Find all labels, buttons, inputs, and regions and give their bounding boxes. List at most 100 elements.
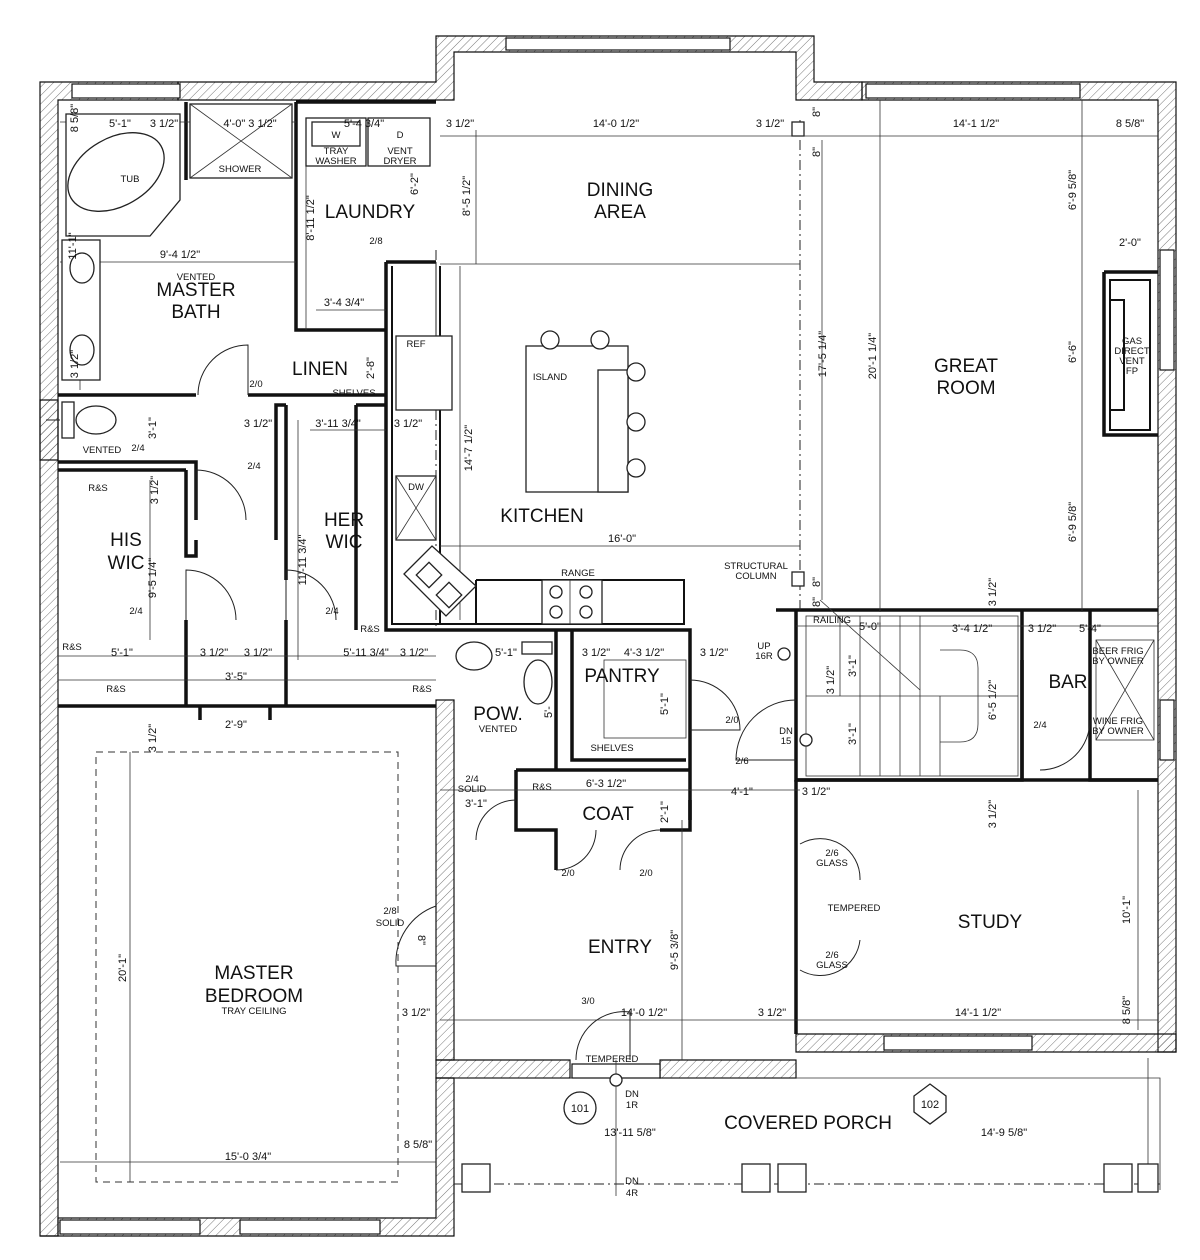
dimension: 13'-11 5/8" bbox=[604, 1127, 656, 1139]
dimension: 8" bbox=[811, 107, 823, 117]
dimension: 4'-3 1/2" bbox=[624, 647, 664, 659]
fixtures bbox=[61, 103, 1155, 777]
dimension: 6'-9 5/8" bbox=[1067, 170, 1079, 210]
structural-column-label-2: COLUMN bbox=[735, 571, 776, 582]
dimension: 3 1/2" bbox=[200, 647, 228, 659]
entry-label: ENTRY bbox=[588, 937, 652, 958]
door-swings bbox=[46, 262, 1091, 1061]
room-tag-102: 102 bbox=[921, 1099, 939, 1111]
dimension: 3 1/2" bbox=[69, 350, 81, 378]
stairs bbox=[805, 599, 1019, 777]
dimension: 3 1/2" bbox=[402, 1007, 430, 1019]
dimension: 14'-0 1/2" bbox=[621, 1007, 667, 1019]
dimension: 3 1/2" bbox=[582, 647, 610, 659]
wc-vented-label: VENTED bbox=[83, 445, 122, 456]
dryer-label-1: D bbox=[397, 130, 404, 141]
railing-label: RAILING bbox=[813, 615, 851, 626]
dimension: 8" bbox=[811, 147, 823, 157]
dimension: 2'-0" bbox=[1119, 237, 1141, 249]
room-tag-101: 101 bbox=[571, 1103, 589, 1115]
dimension: 14'-7 1/2" bbox=[463, 425, 475, 471]
dimension: 8 5/8" bbox=[1121, 996, 1133, 1024]
dimension: 3 1/2" bbox=[825, 666, 837, 694]
dimension-labels: 5'-1" 3 1/2" 4'-0" 3 1/2" 5'-4 3/4" 8 5/… bbox=[67, 104, 1144, 1163]
dimension: 10'-1" bbox=[1121, 896, 1133, 924]
range-label: RANGE bbox=[561, 568, 595, 579]
dimension: 3 1/2" bbox=[394, 418, 422, 430]
dimension: 3 1/2" bbox=[244, 647, 272, 659]
tub-label: TUB bbox=[121, 174, 140, 185]
beer-frig-label-1: BEER FRIG bbox=[1092, 646, 1143, 657]
dimension: 2'-1" bbox=[659, 801, 671, 823]
door-label: 2/4 bbox=[129, 606, 142, 617]
linen-label: LINEN bbox=[292, 359, 348, 380]
dimension: 3'-1" bbox=[465, 798, 487, 810]
dimension: 5'-4 3/4" bbox=[344, 118, 384, 130]
rs-label-her-side: R&S bbox=[360, 624, 380, 635]
dimension: 3 1/2" bbox=[446, 118, 474, 130]
dimension: 8'-11 1/2" bbox=[305, 195, 317, 241]
dining-label-1: DINING bbox=[587, 180, 654, 201]
pantry-label: PANTRY bbox=[584, 666, 660, 687]
island-label: ISLAND bbox=[533, 372, 567, 383]
dimension: 3 1/2" bbox=[1028, 623, 1056, 635]
dimension: 3'-1" bbox=[847, 723, 859, 745]
rs-label-his-side: R&S bbox=[62, 642, 82, 653]
door-label: 2/4 bbox=[1033, 720, 1046, 731]
master-bath-note: VENTED bbox=[177, 272, 216, 283]
porch bbox=[454, 1058, 1161, 1196]
glass-label-bot: GLASS bbox=[816, 960, 848, 971]
dimension: 5'- bbox=[543, 706, 555, 718]
dimension: 3 1/2" bbox=[147, 724, 159, 752]
dimension: 14'-9 5/8" bbox=[981, 1127, 1027, 1139]
reference-lines bbox=[58, 100, 1158, 1183]
door-label: 2/4 bbox=[131, 443, 144, 454]
dimension: 5'-11 3/4" bbox=[343, 647, 389, 659]
his-wic-label-2: WIC bbox=[108, 553, 145, 574]
steps-dn-label-2: 4R bbox=[626, 1188, 638, 1199]
door-label: 2/0 bbox=[725, 715, 738, 726]
kitchen-label: KITCHEN bbox=[500, 506, 583, 527]
steps-dn-label-1: DN bbox=[625, 1176, 639, 1187]
dimension: 3 1/2" bbox=[987, 800, 999, 828]
dimension: 3'-1" bbox=[847, 655, 859, 677]
master-bath-label-1: MASTER bbox=[156, 280, 235, 301]
dimension: 6'-9 5/8" bbox=[1067, 502, 1079, 542]
dimension: 3'-11 3/4" bbox=[315, 418, 361, 430]
dimension: 11'-1" bbox=[67, 232, 79, 259]
rs-label-his-bot: R&S bbox=[106, 684, 126, 695]
dimension: 8" bbox=[415, 935, 427, 945]
stair-up-label-2: 16R bbox=[755, 651, 773, 662]
dimension: 3 1/2" bbox=[400, 647, 428, 659]
master-bedroom-label-1: MASTER bbox=[214, 963, 293, 984]
dryer-label-3: DRYER bbox=[383, 156, 416, 167]
master-bath-label-2: BATH bbox=[171, 302, 220, 323]
dimension: 2'-8" bbox=[365, 357, 377, 379]
dryer-label-2: VENT bbox=[387, 146, 413, 157]
door-label: 2/4 bbox=[247, 461, 260, 472]
dimension: 3'-4 1/2" bbox=[952, 623, 992, 635]
solid-label-bed: SOLID bbox=[376, 918, 405, 929]
door-labels: 2/8 2/0 2/4 2/4 2/4 2/4 2/0 2/6 2/4 2/4 … bbox=[129, 236, 1046, 1007]
covered-porch-label: COVERED PORCH bbox=[724, 1113, 892, 1134]
his-wic-label-1: HIS bbox=[110, 530, 142, 551]
beer-frig-label-2: BY OWNER bbox=[1092, 656, 1144, 667]
room-tags bbox=[563, 1083, 947, 1125]
rs-label-her-bot: R&S bbox=[412, 684, 432, 695]
dimension: 3 1/2" bbox=[756, 118, 784, 130]
tempered-label-entry: TEMPERED bbox=[586, 1054, 639, 1065]
door-label: 2/4 bbox=[325, 606, 338, 617]
wine-frig-label-1: WINE FRIG bbox=[1093, 716, 1143, 727]
dimension: 3 1/2" bbox=[802, 786, 830, 798]
dimension: 8 5/8" bbox=[404, 1139, 432, 1151]
dimension: 9'-4 1/2" bbox=[160, 249, 200, 261]
door-label: 2/8 bbox=[369, 236, 382, 247]
tempered-label-study: TEMPERED bbox=[828, 903, 881, 914]
pantry-shelves-label: SHELVES bbox=[590, 743, 633, 754]
coat-label: COAT bbox=[582, 804, 634, 825]
dimension: 5'-0" bbox=[859, 621, 881, 633]
dimension: 8" bbox=[811, 597, 823, 607]
dimension: 4'-1" bbox=[731, 786, 753, 798]
fireplace-label-3: VENT bbox=[1119, 356, 1145, 367]
